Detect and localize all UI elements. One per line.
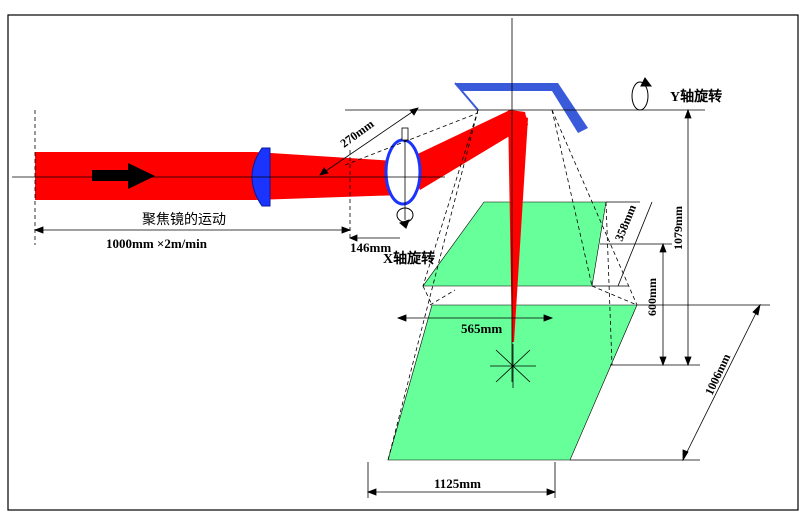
dim-270-label: 270mm (338, 117, 377, 151)
reflected-laser-beam (405, 110, 528, 190)
travel-speed-label: 1000mm ×2m/min (106, 236, 208, 251)
y-rotation-mirror (455, 83, 588, 133)
x-rotation-label: X轴旋转 (383, 250, 435, 267)
rotation-arrow-icon (396, 207, 414, 229)
dashed-guides (34, 109, 638, 461)
x-mirror-pin (401, 127, 409, 141)
x-rotation-mirror (384, 138, 422, 206)
focus-point-mark (490, 344, 536, 388)
dim-1079-label: 1079mm (671, 206, 685, 250)
focus-motion-label: 聚焦镜的运动 (142, 212, 226, 228)
dim-358-label: 358mm (612, 203, 639, 243)
y-mirror-edge (454, 82, 479, 111)
dim-1006-label: 1006mm (702, 351, 733, 397)
focusing-laser-beam (255, 152, 402, 200)
dimension-lines (33, 107, 770, 498)
dim-146-label: 146mm (350, 240, 391, 255)
rotation-arrow-icon (631, 77, 652, 111)
downward-laser-beam (508, 110, 528, 342)
right-arrow-icon (92, 163, 155, 189)
dim-565-label: 565mm (461, 321, 502, 336)
dim-600-label: 600mm (645, 278, 659, 316)
dim-1125-label: 1125mm (434, 476, 481, 491)
y-rotation-label: Y轴旋转 (670, 88, 722, 105)
diagram-border (7, 14, 799, 511)
